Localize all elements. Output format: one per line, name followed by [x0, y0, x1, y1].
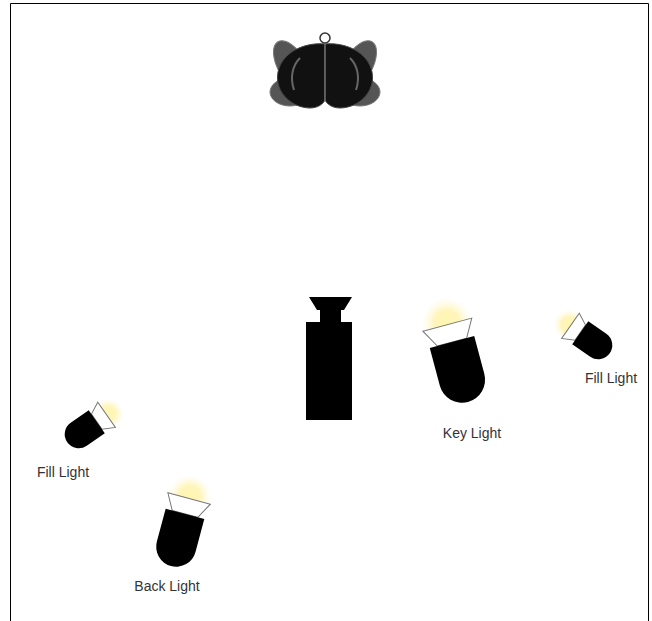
light-body [572, 321, 618, 365]
light-label: Back Light [134, 578, 199, 594]
subject-figure [266, 33, 384, 108]
light-fixture [547, 303, 618, 366]
light-fixture [58, 392, 129, 455]
camera-symbol [306, 297, 352, 420]
light-body [152, 509, 205, 572]
frame-border [11, 4, 649, 621]
light-label: Fill Light [37, 464, 89, 480]
light-body [59, 410, 105, 454]
light-fixture [416, 292, 493, 409]
light-body [430, 336, 490, 408]
light-label: Key Light [443, 425, 501, 441]
light-fixtures [58, 292, 618, 572]
light-fixture [150, 470, 217, 572]
light-label: Fill Light [585, 370, 637, 386]
